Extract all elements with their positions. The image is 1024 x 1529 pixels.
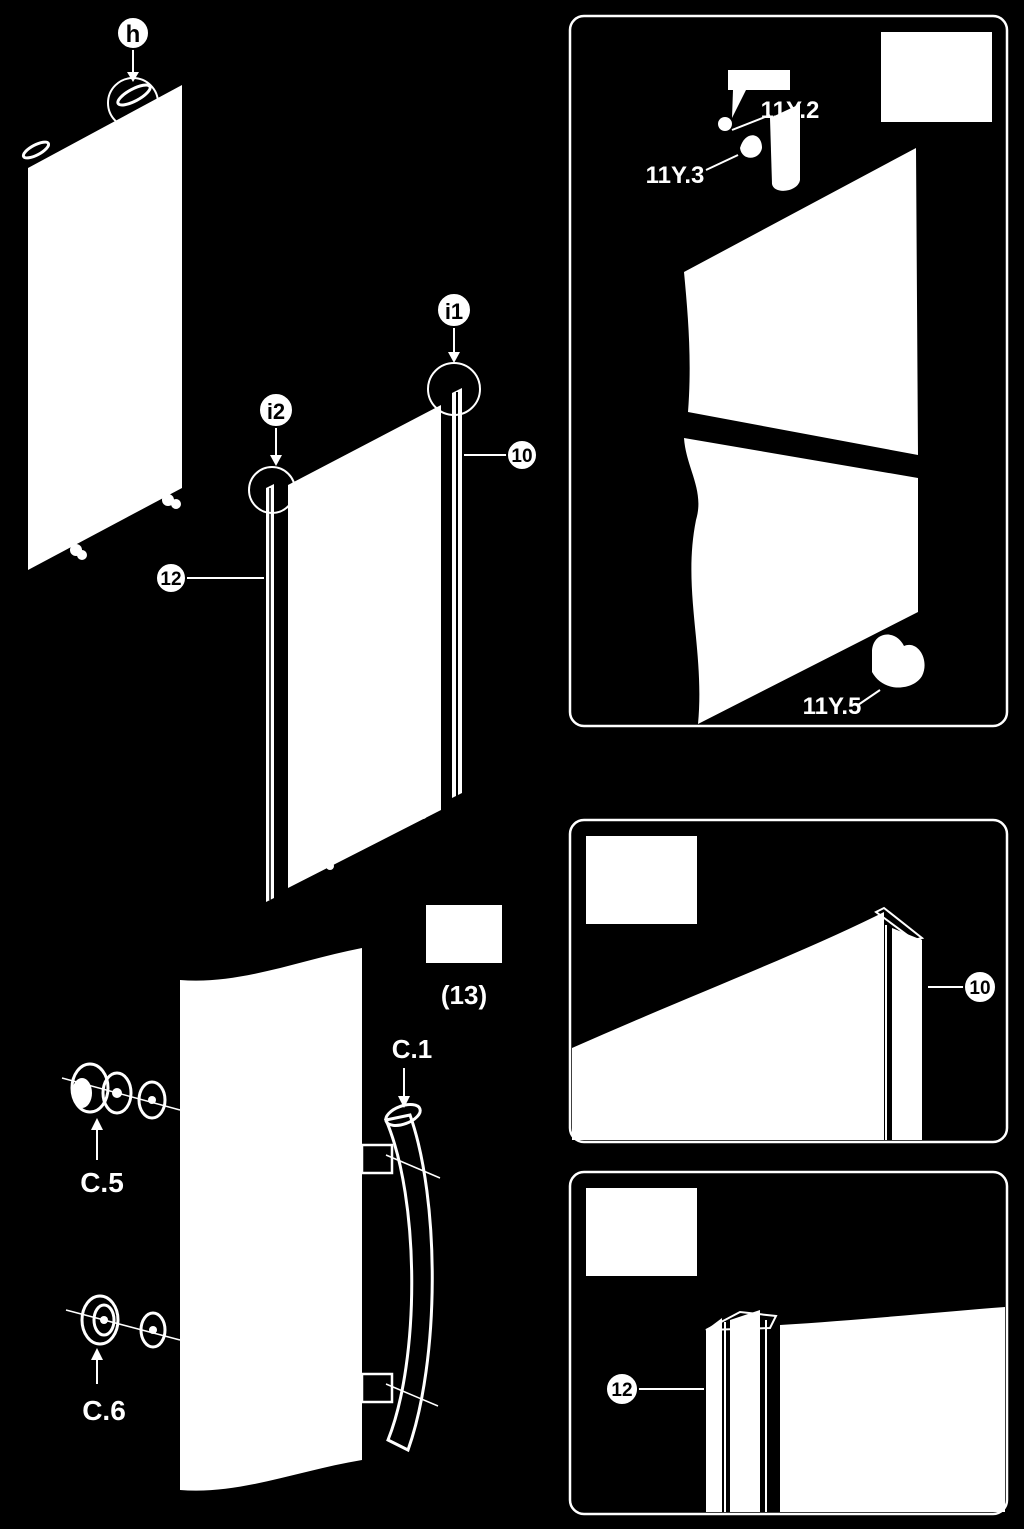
detail-glass-upper [684, 148, 918, 455]
part-c1-label: C.1 [392, 1034, 432, 1064]
detail-glass-middle [572, 916, 876, 1140]
part-12-label: 12 [160, 569, 181, 590]
detail-tag-bottom [586, 1188, 697, 1276]
seal-body [872, 634, 925, 688]
part-10-detail-label: 10 [969, 978, 990, 999]
detail-frame-middle: 10 [568, 818, 1009, 1144]
hinge-tag [728, 70, 790, 90]
detail-glass-bottom [780, 1307, 1005, 1512]
part-10-label: 10 [511, 446, 532, 467]
detail-glass-lower [684, 438, 918, 724]
handle-assembly: (13) C.1 C.5 C.6 [61, 905, 502, 1491]
part-13-label: (13) [441, 980, 487, 1010]
door-panel-i: i1 i2 10 12 [155, 292, 538, 902]
part-11y3-label: 11Y.3 [646, 162, 705, 189]
detail-tag-top [881, 32, 992, 122]
handle-glass-panel [180, 948, 362, 1491]
detail-ring-i2 [248, 466, 296, 514]
fitting-bottom [70, 494, 181, 560]
handle-bar [383, 1113, 434, 1453]
hinge-body [770, 104, 800, 191]
detail-frame-top: 11Y.2 11Y.3 11Y.5 [568, 14, 1009, 728]
detail-frame-bottom: 12 [568, 1170, 1009, 1516]
detail-box-13 [426, 905, 502, 963]
part-c5-label: C.5 [80, 1167, 124, 1198]
callout-i1: i1 [445, 299, 463, 324]
part-c6-label: C.6 [82, 1395, 126, 1426]
part-11y2-label: 11Y.2 [761, 97, 820, 124]
detail-tag-middle [586, 836, 697, 924]
fitting-top [21, 83, 152, 160]
part-12-detail-label: 12 [611, 1380, 632, 1401]
door-panel-h: h [21, 16, 182, 570]
part-11y5-label: 11Y.5 [803, 693, 862, 720]
callout-h: h [126, 21, 141, 48]
callout-i2: i2 [267, 399, 285, 424]
